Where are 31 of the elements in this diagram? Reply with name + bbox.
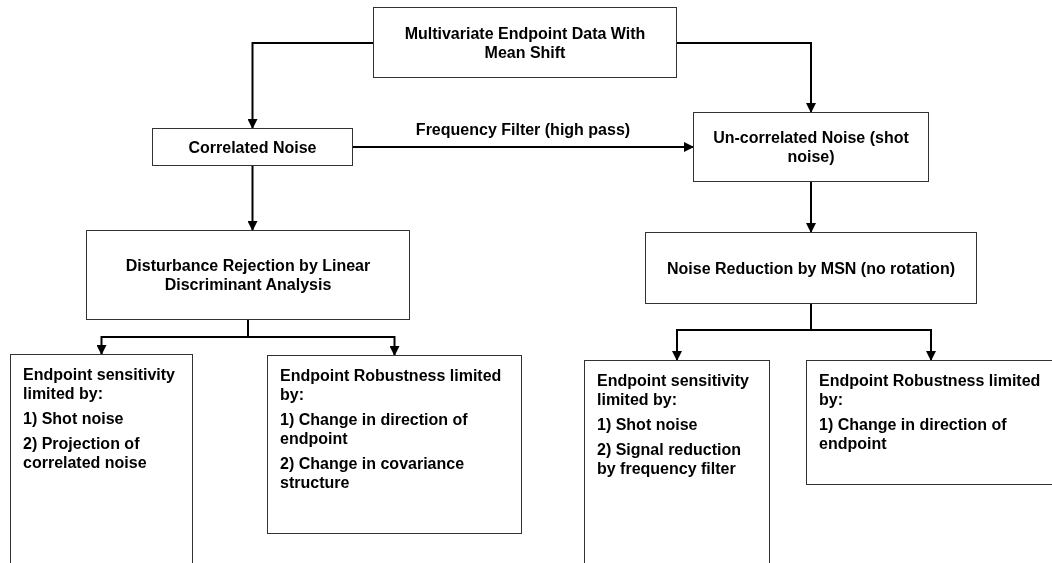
list-item: 2) Projection of correlated noise [23,434,148,472]
arrow [806,181,816,233]
process-box [693,112,929,182]
list-item: 2) Change in covariance structure [280,454,466,492]
box-heading: Endpoint Robustness limited by: [280,366,503,404]
list-box [10,354,193,563]
box-heading: Endpoint sensitivity limited by: [23,365,176,403]
list-item: 1) Change in direction of endpoint [280,410,469,448]
box-heading: Endpoint sensitivity limited by: [597,371,750,409]
box-text: Disturbance Rejection by Linear Discriminant Analysis [124,256,372,294]
box-heading: Endpoint Robustness limited by: [819,371,1042,409]
box-text: Un-correlated Noise (shot noise) [712,128,910,166]
process-box [86,230,410,320]
box-text: Noise Reduction by MSN (no rotation) [667,258,955,278]
arrow [247,165,258,231]
process-box [645,232,977,304]
box-text: Multivariate Endpoint Data With Mean Shift [403,23,647,62]
arrow [352,142,694,152]
list-item: 2) Signal reduction by frequency filter [597,440,742,478]
box-text: Correlated Noise [188,137,317,157]
arrow [676,42,816,113]
process-box [152,128,353,166]
list-item: 1) Shot noise [23,409,124,428]
process-box [373,7,677,78]
list-box [267,355,522,534]
arrow [247,42,374,129]
edge-label: Frequency Filter (high pass) [413,120,633,139]
list-box [806,360,1052,485]
list-box [584,360,770,563]
list-item: 1) Shot noise [597,415,698,434]
list-item: 1) Change in direction of endpoint [819,415,1008,453]
